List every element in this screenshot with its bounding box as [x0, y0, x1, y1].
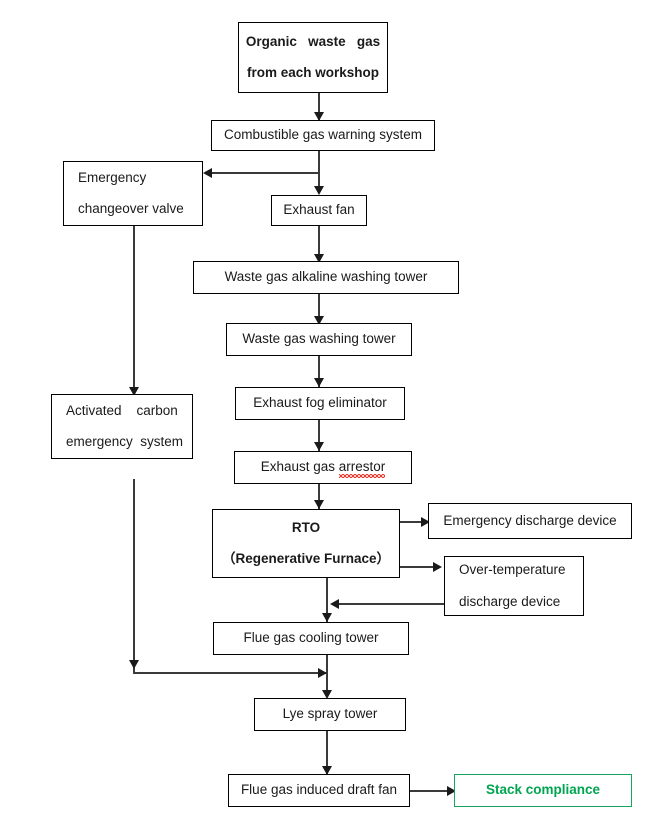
over-temperature-line-1: Over-temperature: [459, 562, 566, 578]
arrowhead-arrestor-to-rto: [314, 500, 324, 509]
gas-arrestor-label-prefix: Exhaust gas: [260, 459, 339, 475]
emergency-discharge-device[interactable]: Emergency discharge device: [428, 503, 632, 539]
washing-tower-label: Waste gas washing tower: [242, 331, 396, 347]
stack-compliance-label: Stack compliance: [485, 782, 601, 798]
rto-line-1: RTO: [291, 519, 321, 535]
warning-system-label: Combustible gas warning system: [223, 127, 423, 143]
arrowhead-alkaline-to-washing: [314, 316, 324, 325]
exhaust-fog-eliminator[interactable]: Exhaust fog eliminator: [235, 387, 405, 420]
edge-warning-to-changeover: [208, 172, 320, 174]
activated-carbon-line-2: emergency system: [66, 434, 184, 449]
edge-rto-to-over-temperature: [400, 566, 440, 568]
edge-carbon-to-lye-trunk: [133, 672, 328, 674]
organic-waste-gas-source[interactable]: Organic waste gas from each workshop: [238, 22, 388, 93]
lye-spray-tower-label: Lye spray tower: [282, 706, 378, 722]
arrowhead-carbon-down: [129, 660, 139, 669]
arrowhead-rto-to-over-temperature: [433, 562, 442, 572]
emergency-discharge-label: Emergency discharge device: [443, 512, 617, 528]
flue-gas-induced-draft-fan[interactable]: Flue gas induced draft fan: [228, 774, 410, 807]
rto-regenerative-furnace[interactable]: RTO （Regenerative Furnace）: [212, 509, 400, 578]
alkaline-tower-label: Waste gas alkaline washing tower: [224, 269, 428, 285]
edge-changeover-to-carbon: [133, 226, 135, 394]
over-temperature-discharge-device[interactable]: Over-temperature discharge device: [444, 556, 584, 616]
edge-lye-to-draft-fan: [326, 731, 328, 774]
fog-eliminator-label: Exhaust fog eliminator: [253, 395, 387, 411]
gas-arrestor-spellcheck-word: arrestor: [338, 459, 386, 478]
edge-rto-to-emergency-discharge: [400, 521, 428, 523]
edge-draft-fan-to-stack: [410, 790, 454, 792]
activated-carbon-emergency-system[interactable]: Activated carbon emergency system: [51, 394, 193, 459]
induced-draft-fan-label: Flue gas induced draft fan: [240, 782, 398, 798]
source-line-2: from each workshop: [246, 65, 380, 80]
edge-carbon-down: [133, 479, 135, 673]
edge-alkaline-to-washing: [318, 294, 320, 323]
arrowhead-cooling-to-lye: [322, 690, 332, 699]
arrowhead-warning-to-fan: [314, 186, 324, 195]
edge-source-to-warning: [318, 93, 320, 120]
arrowhead-rto-to-cooling: [322, 613, 332, 622]
emergency-changeover-valve[interactable]: Emergency changeover valve: [63, 161, 203, 226]
arrowhead-lye-to-draft-fan: [322, 766, 332, 775]
edge-arrestor-to-rto: [318, 484, 320, 509]
arrowhead-source-to-warning: [314, 112, 324, 121]
activated-carbon-line-1: Activated carbon: [66, 402, 178, 418]
combustible-gas-warning-system[interactable]: Combustible gas warning system: [211, 120, 435, 151]
arrowhead-over-temperature-to-trunk: [330, 599, 339, 609]
exhaust-gas-arrestor[interactable]: Exhaust gas arrestor: [234, 451, 412, 484]
arrowhead-warning-to-changeover: [203, 168, 212, 178]
arrowhead-draft-fan-to-stack: [447, 786, 456, 796]
changeover-line-2: changeover valve: [78, 201, 184, 216]
exhaust-fan-label: Exhaust fan: [283, 202, 355, 218]
edge-washing-to-fog: [318, 356, 320, 387]
exhaust-fan[interactable]: Exhaust fan: [271, 195, 367, 226]
arrowhead-rto-to-emergency-discharge: [421, 517, 430, 527]
gas-arrestor-label: Exhaust gas arrestor: [260, 459, 386, 478]
stack-compliance[interactable]: Stack compliance: [454, 774, 632, 807]
lye-spray-tower[interactable]: Lye spray tower: [254, 698, 406, 731]
edge-rto-to-cooling: [326, 578, 328, 622]
changeover-line-1: Emergency: [78, 169, 147, 185]
arrowhead-fan-to-alkaline: [314, 254, 324, 263]
edge-over-temperature-to-trunk: [334, 603, 444, 605]
arrowhead-changeover-to-carbon: [129, 387, 139, 396]
waste-gas-washing-tower[interactable]: Waste gas washing tower: [226, 323, 412, 356]
flue-gas-cooling-tower[interactable]: Flue gas cooling tower: [213, 622, 409, 655]
over-temperature-line-2: discharge device: [459, 593, 561, 609]
arrowhead-fog-to-arrestor: [314, 442, 324, 451]
waste-gas-alkaline-washing-tower[interactable]: Waste gas alkaline washing tower: [193, 261, 459, 294]
rto-line-2: （Regenerative Furnace）: [221, 551, 391, 566]
edge-fog-to-arrestor: [318, 420, 320, 451]
arrowhead-carbon-to-lye-trunk: [318, 668, 327, 678]
cooling-tower-label: Flue gas cooling tower: [243, 630, 379, 646]
arrowhead-washing-to-fog: [314, 378, 324, 387]
source-line-1: Organic waste gas: [245, 33, 381, 49]
edge-fan-to-alkaline: [318, 226, 320, 261]
